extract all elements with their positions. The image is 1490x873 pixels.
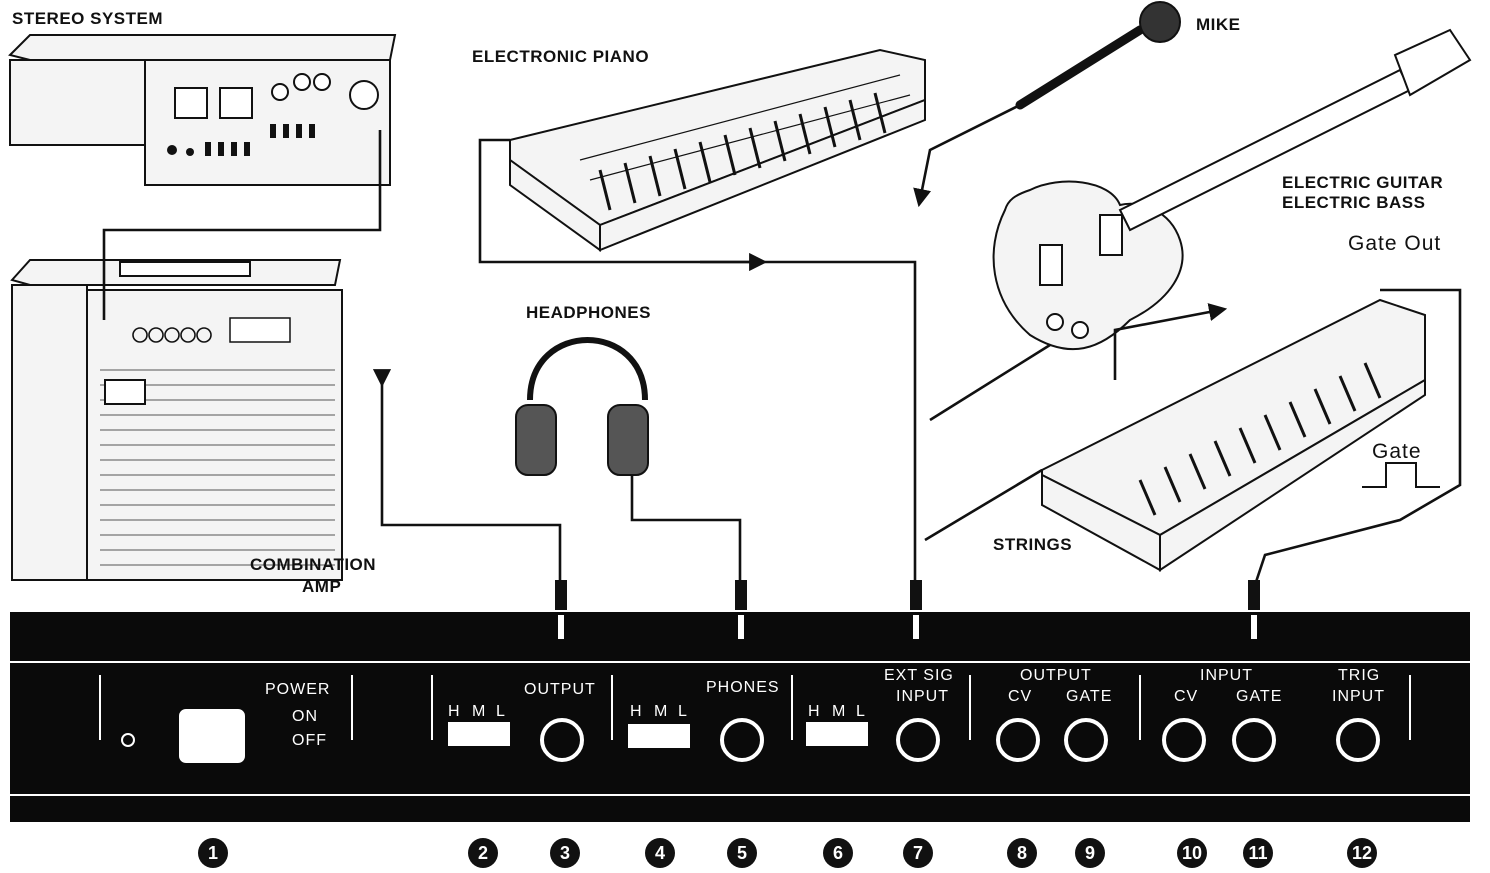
callout-6-disc <box>823 838 853 868</box>
callout-1: 1 <box>208 843 218 863</box>
output-gate-jack[interactable] <box>1064 718 1108 762</box>
electronic-piano <box>509 48 926 252</box>
input-cv-jack[interactable] <box>1162 718 1206 762</box>
strings-keyboard <box>1041 298 1426 572</box>
svg-text:L: L <box>856 703 866 720</box>
electric-guitar <box>992 28 1472 351</box>
callout-11: 11 <box>1248 843 1267 863</box>
mike-label: MIKE <box>1196 15 1241 34</box>
combination-amp-label-2: AMP <box>302 577 341 596</box>
plugs <box>555 580 1260 610</box>
callout-9-disc <box>1075 838 1105 868</box>
output-jack[interactable] <box>540 718 584 762</box>
stereo-system-label: STEREO SYSTEM <box>12 9 163 28</box>
combination-amp <box>10 259 343 581</box>
power-label: POWER <box>265 681 330 698</box>
callout-6: 6 <box>833 843 843 863</box>
callout-1-disc <box>198 838 228 868</box>
gate-pulse-label: Gate <box>1372 440 1422 463</box>
svg-text:H: H <box>808 703 821 720</box>
input-cv-label: CV <box>1174 688 1198 705</box>
combination-amp-label-1: COMBINATION <box>250 555 376 574</box>
callout-9: 9 <box>1085 843 1095 863</box>
callout-8: 8 <box>1017 843 1027 863</box>
svg-text:H: H <box>630 703 643 720</box>
front-panel <box>10 612 1470 822</box>
callout-7: 7 <box>913 843 923 863</box>
callout-3-disc <box>550 838 580 868</box>
ext-sig-input-label: INPUT <box>896 688 949 705</box>
callout-3: 3 <box>560 843 570 863</box>
power-on-label: ON <box>292 708 318 725</box>
callout-10: 10 <box>1182 843 1202 863</box>
output-label: OUTPUT <box>524 681 596 698</box>
callout-12: 12 <box>1352 843 1372 863</box>
svg-text:L: L <box>496 703 506 720</box>
phones-jack[interactable] <box>720 718 764 762</box>
callout-7-disc <box>903 838 933 868</box>
output-cv-jack[interactable] <box>996 718 1040 762</box>
power-off-label: OFF <box>292 732 327 749</box>
trig-label: TRIG <box>1338 667 1380 684</box>
input-gate-jack[interactable] <box>1232 718 1276 762</box>
microphone <box>1015 1 1181 110</box>
strings-label: STRINGS <box>993 535 1072 554</box>
callout-8-disc <box>1007 838 1037 868</box>
electronic-piano-label: ELECTRONIC PIANO <box>472 47 649 66</box>
callout-4: 4 <box>655 843 665 863</box>
cables <box>102 103 1462 586</box>
hml-labels-1: H M L <box>448 703 506 720</box>
callout-5-disc <box>727 838 757 868</box>
svg-text:M: M <box>654 703 668 720</box>
callout-11-disc <box>1243 838 1273 868</box>
svg-text:H: H <box>448 703 461 720</box>
svg-text:M: M <box>472 703 486 720</box>
svg-text:L: L <box>678 703 688 720</box>
svg-text:M: M <box>832 703 846 720</box>
electric-guitar-label: ELECTRIC GUITAR <box>1282 173 1443 192</box>
ext-sig-label: EXT SIG <box>884 667 954 684</box>
gate-pulse-waveform <box>1362 462 1440 488</box>
callout-5: 5 <box>737 843 747 863</box>
callout-2-disc <box>468 838 498 868</box>
input-gate-label: GATE <box>1236 688 1282 705</box>
headphones-illustration <box>515 337 649 476</box>
input-group-label: INPUT <box>1200 667 1253 684</box>
gate-out-label: Gate Out <box>1348 232 1441 255</box>
callout-12-disc <box>1347 838 1377 868</box>
headphones-label: HEADPHONES <box>526 303 651 322</box>
output-group-label: OUTPUT <box>1020 667 1092 684</box>
callout-10-disc <box>1177 838 1207 868</box>
trig-input-jack[interactable] <box>1336 718 1380 762</box>
electric-bass-label: ELECTRIC BASS <box>1282 193 1425 212</box>
output-gate-label: GATE <box>1066 688 1112 705</box>
callout-2: 2 <box>478 843 488 863</box>
output-cv-label: CV <box>1008 688 1032 705</box>
callout-4-disc <box>645 838 675 868</box>
hml-labels-2: H M L <box>630 703 688 720</box>
trig-input-label: INPUT <box>1332 688 1385 705</box>
power-switch[interactable] <box>179 709 245 763</box>
hml-labels-3: H M L <box>808 703 866 720</box>
stereo-system <box>8 34 397 186</box>
phones-label: PHONES <box>706 679 780 696</box>
ext-sig-input-jack[interactable] <box>896 718 940 762</box>
